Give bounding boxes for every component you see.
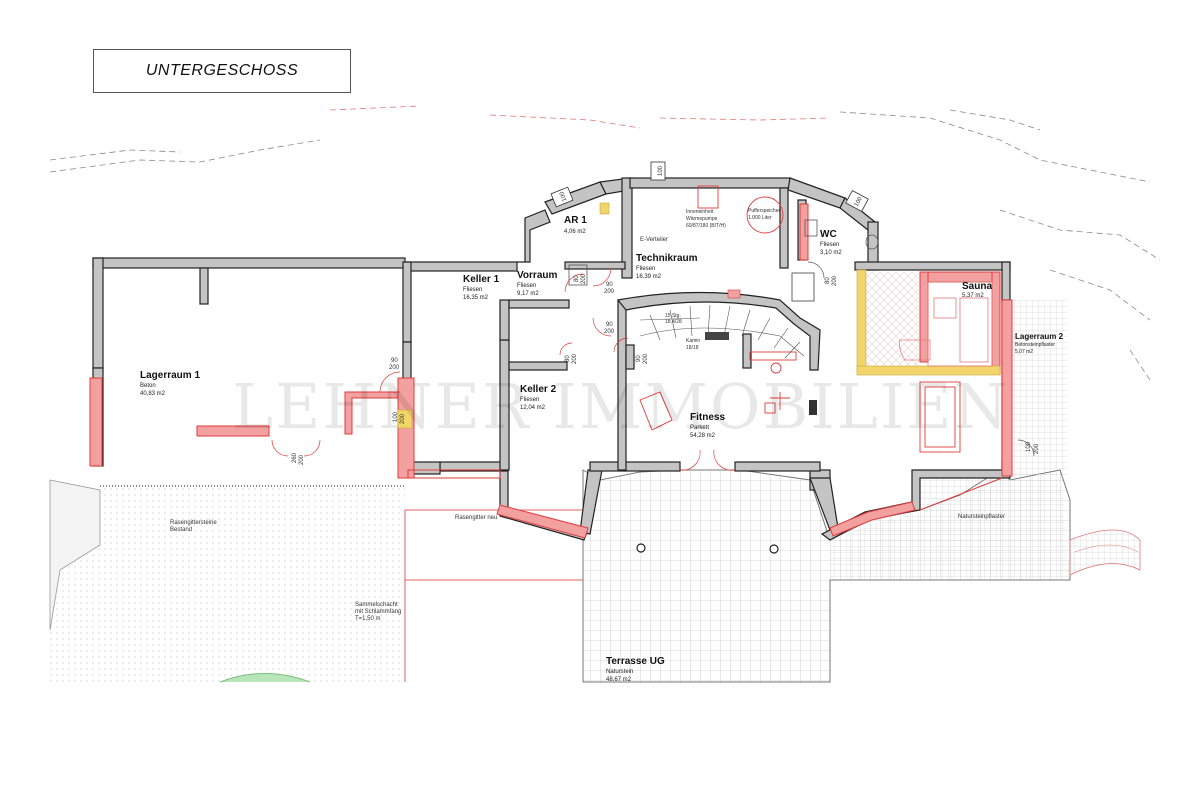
door-width: 90 — [606, 322, 613, 328]
door-width: 90 — [606, 282, 613, 288]
staircase — [639, 304, 805, 359]
label-stair-dim: 18,4/28 — [665, 319, 682, 325]
window-width-1: 100 — [658, 165, 664, 176]
room-material: Fliesen — [820, 242, 839, 248]
room-fitness: Fitness Parkett 54,28 m2 — [690, 412, 725, 439]
label-rasengitter-bestand: Rasengittersteine — [170, 520, 217, 526]
room-lagerraum-1: Lagerraum 1 Beton 40,83 m2 — [140, 370, 200, 397]
room-name: Technikraum — [636, 253, 698, 264]
door-height: 200 — [299, 454, 305, 465]
room-area: 48,67 m2 — [606, 677, 632, 683]
room-material: Fliesen — [636, 266, 655, 272]
door-swings — [271, 267, 736, 471]
room-area: 4,06 m2 — [564, 229, 586, 235]
room-material: Naturstein — [606, 669, 633, 675]
door-dimensions: 90 200 90 200 90 200 80 200 80 200 90 20… — [292, 273, 838, 465]
window-width-2: 100 — [559, 190, 569, 202]
plan-title-box: UNTERGESCHOSS — [93, 49, 351, 93]
label-waermepumpe: Wärmepumpe — [686, 216, 718, 222]
site-contours — [49, 105, 1161, 381]
label-inneneinheit: Inneneinheit — [686, 209, 714, 215]
window-markers — [550, 161, 869, 212]
new-walls — [89, 203, 1013, 539]
label-natursteinpflaster: Natursteinpflaster — [958, 514, 1005, 520]
room-area: 16,35 m2 — [463, 295, 489, 301]
label-kamin: Kamin — [686, 338, 700, 344]
room-wc: WC Fliesen 3,10 m2 — [820, 229, 842, 256]
door-width: 100 — [393, 411, 399, 422]
door-width: 90 — [391, 358, 398, 364]
room-sauna: Sauna 5,37 m2 — [962, 281, 992, 299]
door-height: 200 — [604, 329, 615, 335]
room-area: 40,83 m2 — [140, 391, 166, 397]
room-name: Lagerraum 1 — [140, 370, 200, 381]
room-keller-1: Keller 1 Fliesen 16,35 m2 — [463, 274, 500, 301]
room-material: Betonsteinpflaster — [1015, 342, 1055, 348]
room-area: 5,07 m2 — [1015, 349, 1033, 355]
room-name: Terrasse UG — [606, 656, 665, 667]
room-keller-2: Keller 2 Fliesen 12,04 m2 — [520, 384, 557, 411]
room-area: 54,28 m2 — [690, 433, 716, 439]
room-name: Lagerraum 2 — [1015, 332, 1064, 341]
room-material: Parkett — [690, 425, 709, 431]
door-height: 200 — [581, 273, 587, 284]
label-stair-steps: 15 Stg. — [665, 313, 681, 319]
room-area: 16,39 m2 — [636, 274, 662, 280]
door-height-lager2: 200 — [1034, 443, 1040, 454]
door-width: 260 — [292, 452, 298, 463]
room-terrasse-ug: Terrasse UG Naturstein 48,67 m2 — [606, 656, 665, 683]
room-name: Vorraum — [517, 270, 557, 281]
label-kamin-mass: 18/18 — [686, 345, 699, 351]
room-area: 12,04 m2 — [520, 405, 546, 411]
label-puffer-liter: 1.000 Liter — [748, 215, 772, 221]
window-width-3: 100 — [854, 196, 864, 208]
label-sammelschacht: Sammelschacht — [355, 602, 398, 608]
room-name: Sauna — [962, 281, 992, 292]
room-material: Fliesen — [520, 397, 539, 403]
room-name: Fitness — [690, 412, 725, 423]
technik-equipment — [697, 185, 815, 302]
label-e-verteiler: E-Verteiler — [640, 237, 668, 243]
door-height: 200 — [389, 365, 400, 371]
wc-fixtures — [804, 219, 879, 250]
door-width: 80 — [565, 355, 571, 362]
watermark: LEHNER IMMOBILIEN — [232, 370, 1010, 443]
room-area: 9,17 m2 — [517, 291, 539, 297]
room-name: Keller 1 — [463, 274, 500, 285]
room-vorraum: Vorraum Fliesen 9,17 m2 — [517, 270, 557, 297]
sauna-floor — [866, 272, 920, 366]
label-schlammfang: mit Schlammfang — [355, 609, 401, 615]
door-height: 200 — [604, 289, 615, 295]
curved-steps — [1069, 529, 1141, 576]
room-area: 3,10 m2 — [820, 250, 842, 256]
plan-title: UNTERGESCHOSS — [145, 62, 299, 79]
room-area: 5,37 m2 — [962, 293, 984, 299]
lawn-area — [100, 486, 405, 682]
door-width: 90 — [636, 355, 642, 362]
fitness-equipment — [639, 351, 961, 453]
room-ar-1: AR 1 4,06 m2 — [564, 215, 587, 235]
label-rasengitter-neu: Rasengitter neu — [455, 515, 497, 521]
door-width: 80 — [825, 277, 831, 284]
room-material: Fliesen — [517, 283, 536, 289]
door-height: 200 — [572, 353, 578, 364]
door-height: 200 — [643, 353, 649, 364]
door-height: 200 — [832, 275, 838, 286]
label-tiefe: T=1,50 m — [355, 616, 381, 622]
door-height: 200 — [400, 413, 406, 424]
room-name: AR 1 — [564, 215, 587, 226]
label-wp-masse: 60/87/180 (B/T/H) — [686, 223, 726, 229]
walls — [92, 177, 1011, 541]
room-name: WC — [820, 229, 837, 240]
room-material: Beton — [140, 383, 156, 389]
room-technikraum: Technikraum Fliesen 16,39 m2 — [636, 253, 698, 280]
room-lagerraum-2: Lagerraum 2 Betonsteinpflaster 5,07 m2 — [1015, 332, 1064, 355]
label-pufferspeicher: Pufferspeicher — [748, 208, 780, 214]
room-material: Fliesen — [463, 287, 482, 293]
room-name: Keller 2 — [520, 384, 557, 395]
label-bestand: Bestand — [170, 527, 192, 533]
door-width: 80 — [574, 275, 580, 282]
door-width-lager2: 100 — [1026, 441, 1032, 452]
